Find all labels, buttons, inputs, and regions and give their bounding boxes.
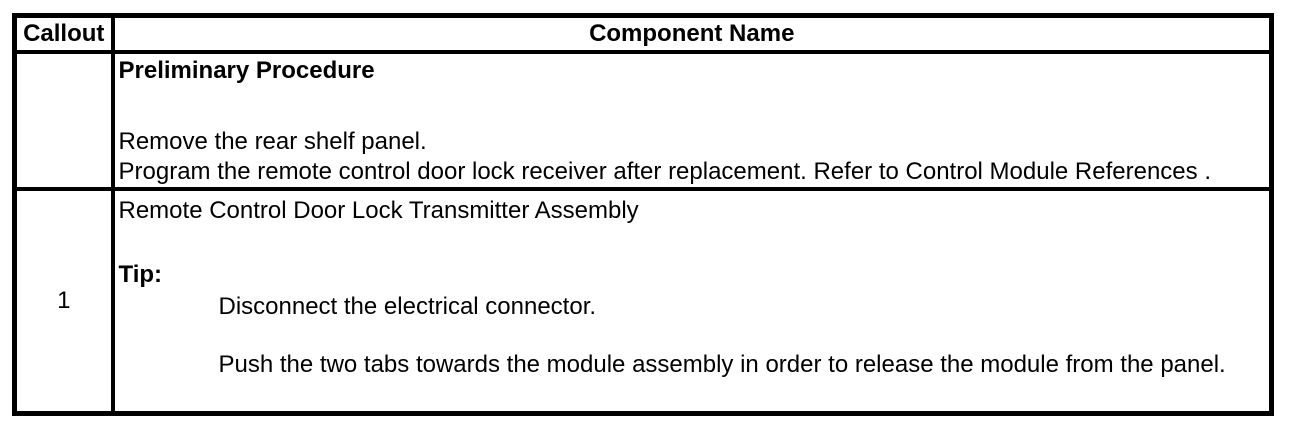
tip-line: Disconnect the electrical connector. (218, 292, 597, 320)
callout-cell-empty (12, 49, 115, 191)
component-title: Remote Control Door Lock Transmitter Ass… (118, 196, 639, 224)
component-name-column-header: Component Name (110, 13, 1274, 54)
preliminary-procedure-heading: Preliminary Procedure (118, 56, 375, 84)
preliminary-procedure-cell: Preliminary Procedure Remove the rear sh… (110, 49, 1274, 191)
callout-number-cell: 1 (12, 186, 115, 416)
procedure-line: Remove the rear shelf panel. (118, 127, 427, 155)
component-row: 1 Remote Control Door Lock Transmitter A… (12, 186, 1274, 416)
tip-line: Push the two tabs towards the module ass… (218, 350, 1226, 378)
callout-column-header: Callout (12, 13, 115, 54)
procedure-line: Program the remote control door lock rec… (118, 157, 1212, 185)
callout-number: 1 (57, 286, 71, 314)
table-header-row: Callout Component Name (12, 13, 1274, 54)
tip-label: Tip: (118, 260, 163, 288)
component-table: Callout Component Name Preliminary Proce… (12, 13, 1274, 416)
component-description-cell: Remote Control Door Lock Transmitter Ass… (110, 186, 1274, 416)
preliminary-procedure-row: Preliminary Procedure Remove the rear sh… (12, 49, 1274, 191)
